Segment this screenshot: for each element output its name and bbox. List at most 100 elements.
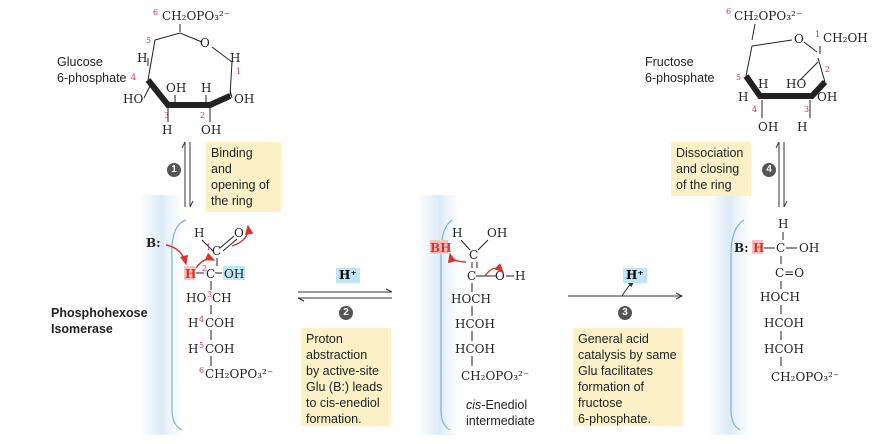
svg-text:BH: BH [430,241,451,255]
svg-text:OH: OH [817,90,837,104]
svg-text:HOCH: HOCH [760,290,800,304]
arrow-step-2 [297,288,393,302]
svg-text:CH₂OH: CH₂OH [823,31,868,45]
svg-text:H: H [758,77,768,91]
svg-text:1: 1 [236,67,241,76]
svg-text:6: 6 [726,7,731,16]
svg-text:HCOH: HCOH [455,317,495,331]
intermediate-label-italic: cis [466,398,482,412]
svg-text:B:: B: [146,236,161,250]
svg-text:CH: CH [212,291,232,305]
svg-text:H: H [778,217,788,231]
proton-badge-2: H⁺ [623,268,647,283]
intermediate-label: cis-Enediol intermediate [466,397,535,429]
svg-text:6: 6 [199,366,204,375]
svg-text:HO: HO [123,92,143,106]
glucose-ring: CH₂OPO₃²⁻ 6 5 O H H 1 4 OH H HO OH 3 2 H… [123,8,254,137]
svg-text:3: 3 [207,290,212,299]
svg-text:OH: OH [166,81,186,95]
svg-text:6: 6 [153,8,158,17]
svg-text:4: 4 [131,73,136,82]
svg-text:CH₂OPO₃²⁻: CH₂OPO₃²⁻ [162,9,230,23]
svg-text:H: H [230,51,240,65]
enzyme-pocket-3 [708,195,748,435]
svg-text:OH: OH [224,267,244,281]
step-3-badge: 3 [618,306,632,320]
enzyme-label: Phosphohexose Isomerase [51,306,148,336]
step-1-badge: 1 [167,163,181,177]
svg-text:2: 2 [202,264,207,273]
svg-text:CH₂OPO₃²⁻: CH₂OPO₃²⁻ [205,367,273,381]
svg-text:C: C [469,248,478,262]
svg-text:5: 5 [146,36,151,45]
svg-text:H: H [515,269,525,283]
step-4-note: Dissociation and closing of the ring [671,142,751,196]
svg-text:O: O [794,32,804,46]
svg-text:H: H [185,267,196,281]
svg-text:H: H [137,51,147,65]
svg-text:CH₂OPO₃²⁻: CH₂OPO₃²⁻ [771,370,839,384]
intermediate-label-rest: -Enediol intermediate [466,398,535,428]
fructose-ring: 6 CH₂OPO₃²⁻ O 1 CH₂OH 5 2 H HO H OH 4 3 … [726,7,868,134]
svg-text:O: O [200,36,210,50]
svg-text:OH: OH [758,120,778,134]
svg-text:4: 4 [752,105,757,114]
svg-text:H: H [738,90,748,104]
svg-text:2: 2 [825,65,830,74]
enediol-intermediate: H OH BH C C O H HOCH HCOH HCOH CH₂OPO₃²⁻ [430,226,529,383]
svg-text:C: C [206,267,215,281]
svg-text:H: H [753,241,764,255]
enzyme-pocket-2 [418,195,458,435]
svg-text:H: H [188,316,198,330]
svg-text:H: H [188,342,198,356]
svg-text:O: O [234,226,244,240]
svg-text:HO: HO [186,291,206,305]
step-3-note: General acid catalysis by same Glu facil… [573,328,683,426]
svg-text:H: H [797,120,807,134]
arrow-step-4 [775,141,788,208]
svg-text:C: C [212,244,221,258]
svg-text:OH: OH [487,226,507,240]
step-4-badge: 4 [762,163,776,177]
svg-text:HCOH: HCOH [764,342,804,356]
svg-text:3: 3 [164,111,169,120]
glucose-label: Glucose 6-phosphate [57,55,127,85]
open-chain-fructose: H B: H C OH C=O HOCH HCOH HCOH CH₂OPO₃²⁻ [734,217,839,384]
svg-text:H: H [162,123,172,137]
svg-text:C=O: C=O [775,266,804,280]
svg-text:HCOH: HCOH [764,316,804,330]
svg-text:H: H [452,226,462,240]
open-chain-glucose: B: H C 1 O H C 2 OH HO 3 CH H 4 COH H 5 … [146,224,273,381]
svg-text:1: 1 [815,30,820,39]
svg-text:5: 5 [199,341,204,350]
svg-text:COH: COH [205,342,234,356]
step-1-note: Binding and opening of the ring [206,142,281,212]
svg-text:H: H [201,81,211,95]
svg-text:HCOH: HCOH [455,342,495,356]
svg-text:B:: B: [734,241,749,255]
svg-text:4: 4 [199,315,204,324]
fructose-label: Fructose 6-phosphate [645,55,715,85]
enzyme-pocket-1 [140,195,187,435]
svg-text:H: H [194,226,204,240]
svg-text:3: 3 [804,105,809,114]
svg-text:HO: HO [786,77,806,91]
svg-text:CH₂OPO₃²⁻: CH₂OPO₃²⁻ [734,9,802,23]
arrow-step-1 [181,141,194,208]
svg-text:C: C [467,269,476,283]
svg-text:1: 1 [206,243,211,252]
svg-text:2: 2 [200,111,205,120]
svg-text:COH: COH [205,316,234,330]
svg-text:C: C [776,241,785,255]
step-2-note: Proton abstraction by active-site Glu (B… [301,328,391,426]
svg-text:O: O [495,269,505,283]
svg-text:OH: OH [799,241,819,255]
svg-text:OH: OH [201,123,221,137]
svg-text:5: 5 [736,73,741,82]
arrow-step-3 [568,280,684,300]
svg-text:OH: OH [234,92,254,106]
svg-text:HOCH: HOCH [451,292,491,306]
proton-badge-1: H⁺ [336,268,360,283]
svg-text:CH₂OPO₃²⁻: CH₂OPO₃²⁻ [461,369,529,383]
